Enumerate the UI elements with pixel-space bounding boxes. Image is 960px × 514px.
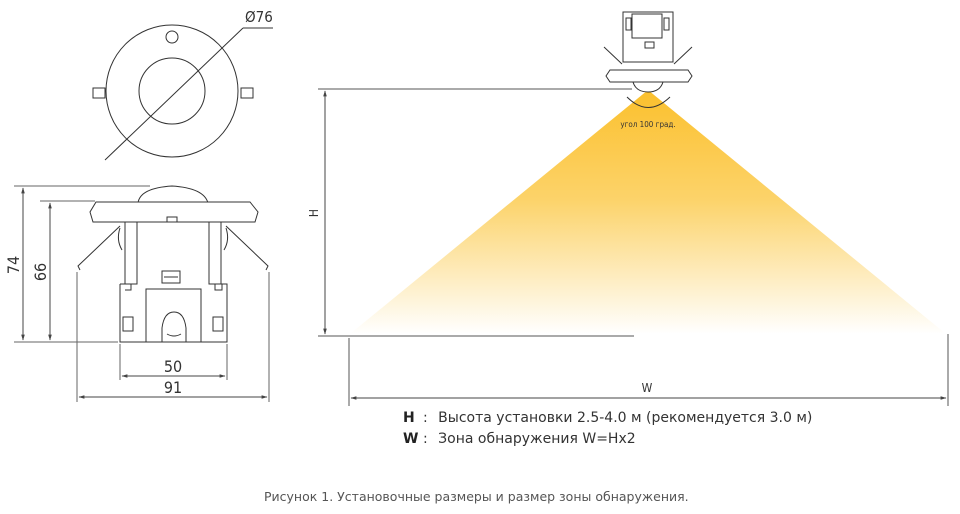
angle-label: угол 100 град. xyxy=(620,120,675,129)
width-body-label: 50 xyxy=(164,357,182,376)
height-body-label: 66 xyxy=(31,263,50,281)
legend-key: H xyxy=(403,410,415,426)
side-view xyxy=(14,185,270,402)
legend-item-height: H: Высота установки 2.5-4.0 м (рекоменду… xyxy=(403,408,812,429)
legend-item-width: W: Зона обнаружения W=Hx2 xyxy=(403,429,812,450)
legend-separator: : xyxy=(423,431,428,447)
legend-text: Высота установки 2.5-4.0 м (рекомендуетс… xyxy=(438,410,813,426)
legend-separator: : xyxy=(423,410,428,426)
diameter-label: Ø76 xyxy=(245,8,273,26)
width-total-label: 91 xyxy=(164,378,182,397)
legend-key: W xyxy=(403,431,419,447)
figure-caption: Рисунок 1. Установочные размеры и размер… xyxy=(264,489,689,504)
coverage-diagram xyxy=(318,11,949,406)
height-total-label: 74 xyxy=(4,256,23,274)
height-label: H xyxy=(307,209,321,217)
width-label: W xyxy=(642,381,653,395)
legend-text: Зона обнаружения W=Hx2 xyxy=(438,431,636,447)
detection-cone xyxy=(350,90,946,334)
legend: H: Высота установки 2.5-4.0 м (рекоменду… xyxy=(403,408,812,450)
top-view xyxy=(92,24,273,161)
